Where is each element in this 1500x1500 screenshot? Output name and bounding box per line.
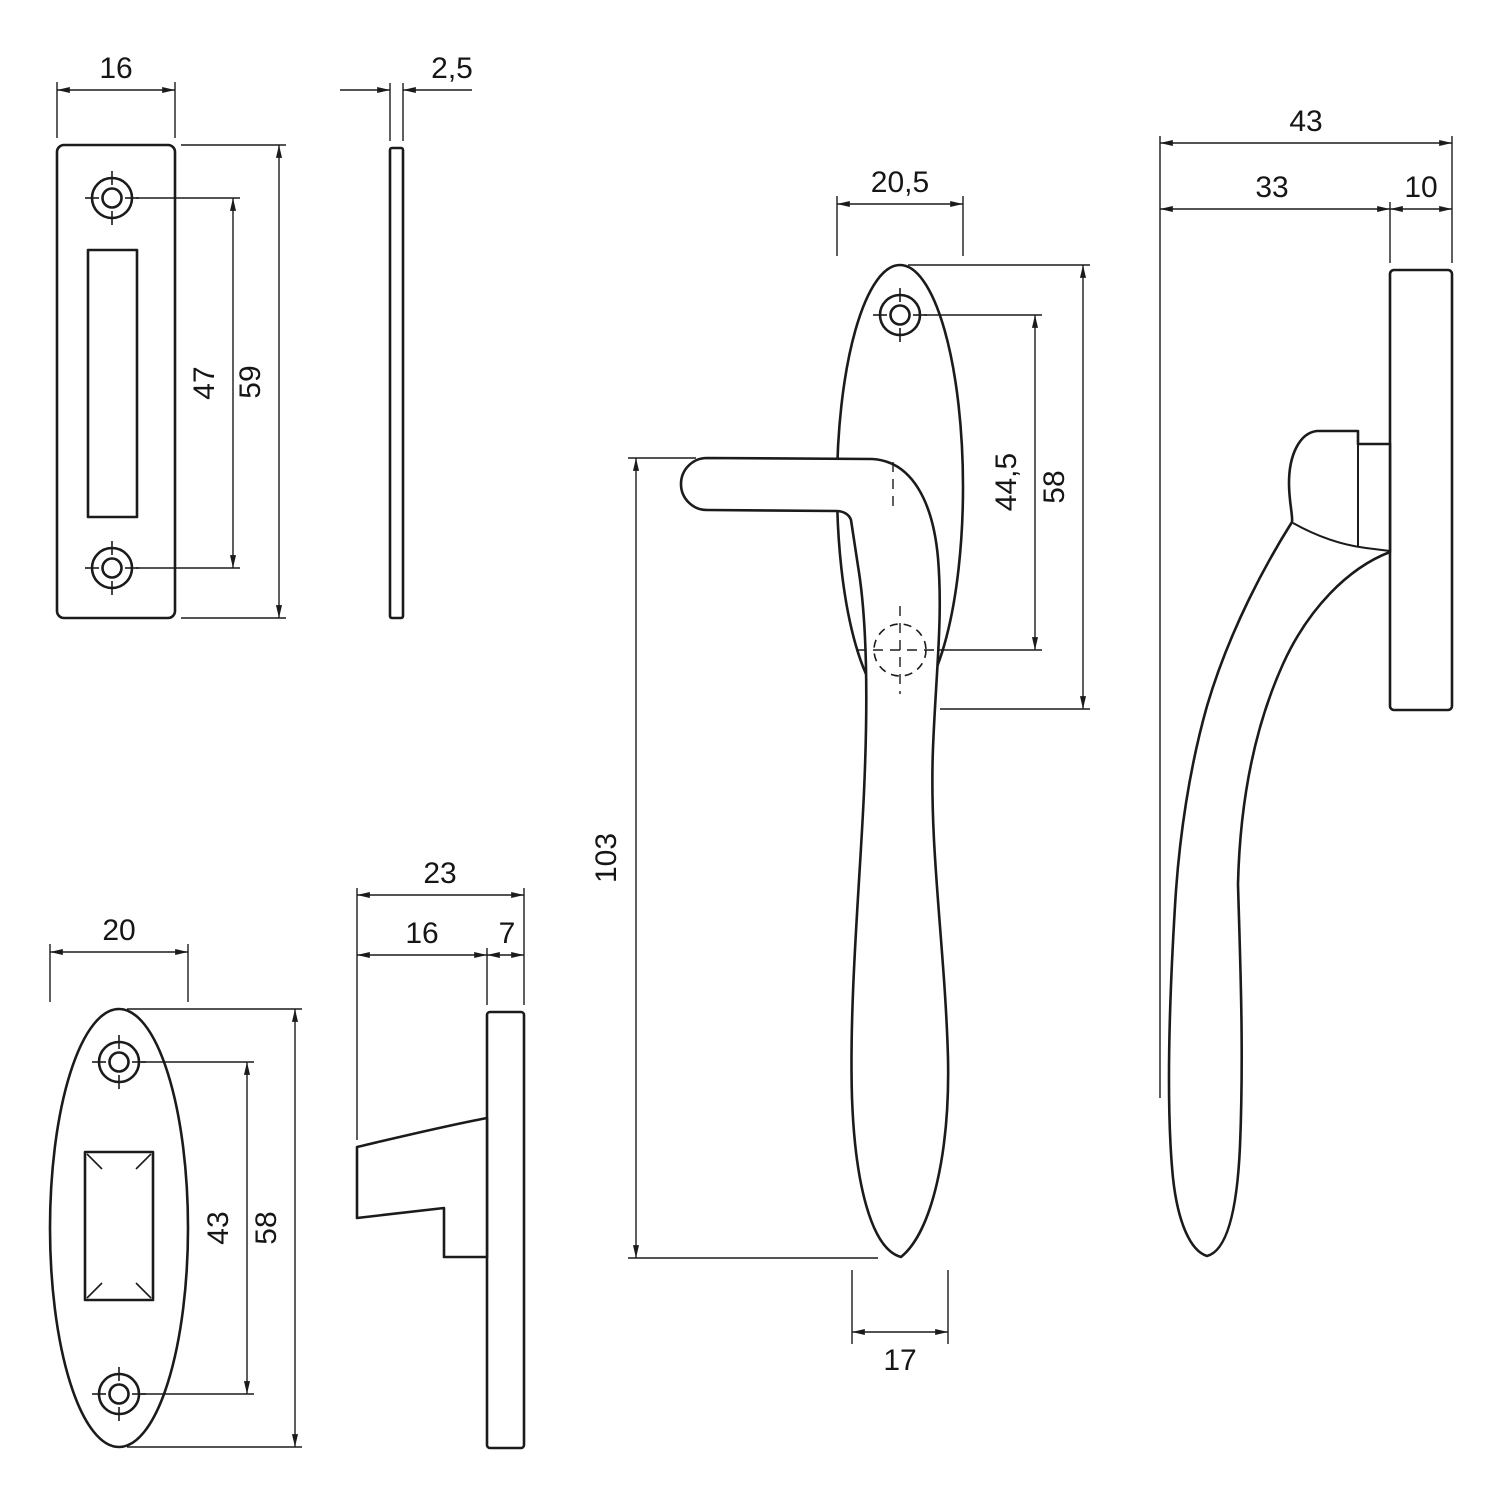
view-handle-side: 43 33 10 [1159,105,1454,1258]
view-strike-plate-front: 16 47 59 [55,52,286,620]
strike-plate-slot [86,248,139,519]
dim-handle-plate-height: 58 [908,264,1090,710]
screw-hole-top [85,171,139,225]
dim-strike-hole-spacing: 47 [136,197,240,569]
dim-keeper-depth-total: 23 [356,857,525,1140]
dim-handle-reach-and-plate: 33 10 [1160,171,1452,263]
dim-keeper-height: 58 [127,1008,302,1448]
dim-handle-plate-depth-label: 10 [1404,171,1437,204]
screw-hole-handle [873,288,927,342]
dim-strike-thickness-label: 2,5 [431,52,473,85]
dim-keeper-hole-spacing: 43 [141,1061,254,1395]
handle-lever-front [679,456,950,1259]
screw-hole-keeper-top [92,1035,146,1089]
dim-handle-blade-width: 17 [851,1270,949,1377]
view-handle-front: 20,5 44,5 58 103 17 [590,166,1090,1377]
strike-plate-outline [55,143,177,620]
screw-hole-bottom [85,541,139,595]
dim-handle-depth-total-label: 43 [1289,105,1322,138]
dim-strike-thickness: 2,5 [340,52,473,141]
dim-handle-reach-label: 33 [1255,171,1288,204]
dim-keeper-reach-and-plate: 16 7 [357,917,524,1005]
view-keeper-front: 20 43 58 [48,914,302,1449]
dim-keeper-width: 20 [49,914,189,1002]
dim-handle-plate-height-label: 58 [1038,470,1071,503]
keeper-oval-plate [48,1007,190,1449]
dim-handle-blade-width-label: 17 [883,1344,916,1377]
dim-strike-width: 16 [56,52,176,138]
dim-strike-hole-spacing-label: 47 [188,366,221,399]
view-keeper-side: 23 16 7 [355,857,526,1450]
view-strike-plate-side: 2,5 [340,52,473,620]
dim-keeper-height-label: 58 [250,1211,283,1244]
dim-strike-height-label: 59 [234,365,267,398]
dim-handle-length-label: 103 [590,833,623,883]
handle-plate-side-outline [1388,268,1454,712]
dim-handle-plate-width: 20,5 [836,166,964,256]
dim-keeper-hole-spacing-label: 43 [202,1211,235,1244]
dim-handle-length: 103 [590,457,878,1259]
keeper-plate-side-outline [485,1010,526,1450]
dim-keeper-plate-depth-label: 7 [499,917,516,950]
dim-handle-plate-width-label: 20,5 [871,166,929,199]
dim-keeper-depth-total-label: 23 [423,857,456,890]
dim-strike-width-label: 16 [99,52,132,85]
dim-keeper-width-label: 20 [102,914,135,947]
dim-strike-height: 59 [181,144,286,619]
spindle-hole-hidden [856,606,944,694]
keeper-slot [83,1150,155,1302]
dim-handle-hole-to-spindle: 44,5 [924,314,1042,651]
handle-lever-side [1167,429,1392,1258]
handle-grip-underside-edge [1292,522,1391,552]
strike-plate-side-outline [388,146,405,620]
screw-hole-keeper-bottom [92,1367,146,1421]
dim-keeper-reach-label: 16 [405,917,438,950]
dim-handle-depth-total: 43 [1159,105,1453,1098]
dim-handle-hole-to-spindle-label: 44,5 [990,453,1023,511]
keeper-hook-side [355,1116,489,1259]
